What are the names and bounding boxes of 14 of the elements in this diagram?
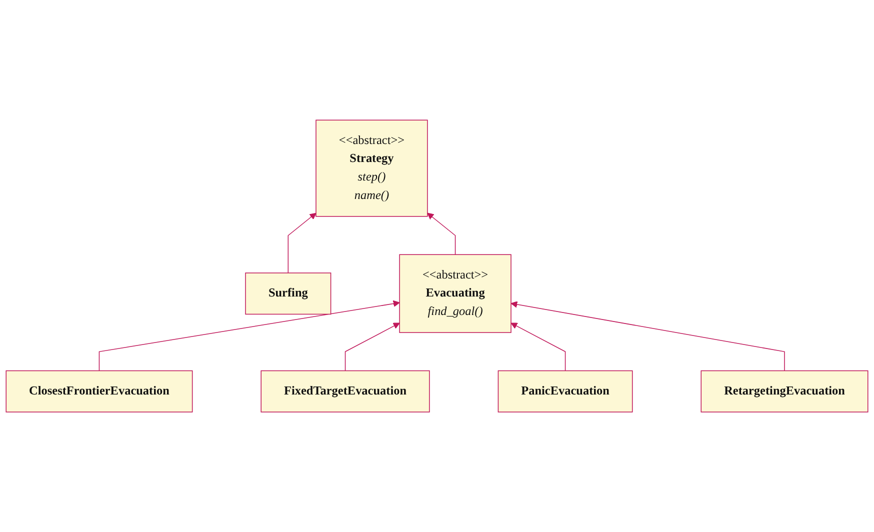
node-box — [316, 120, 428, 217]
node-box — [6, 370, 193, 412]
node-box — [498, 370, 633, 412]
node-box — [700, 370, 868, 412]
arrow — [344, 322, 400, 372]
arrow — [427, 212, 456, 255]
arrow — [510, 301, 785, 372]
arrow — [98, 300, 400, 372]
node-box — [260, 370, 430, 412]
node-box — [245, 272, 332, 315]
arrow — [510, 322, 566, 372]
class-diagram: <<abstract>> Strategy step() name() Surfing <<abstract>> Evacuating find_goal() ClosestFrontierEvacuation FixedTargetEvacuation PanicEvacuation RetargetingEvacuation — [0, 114, 874, 418]
arrow — [288, 212, 316, 274]
node-box — [399, 254, 512, 333]
